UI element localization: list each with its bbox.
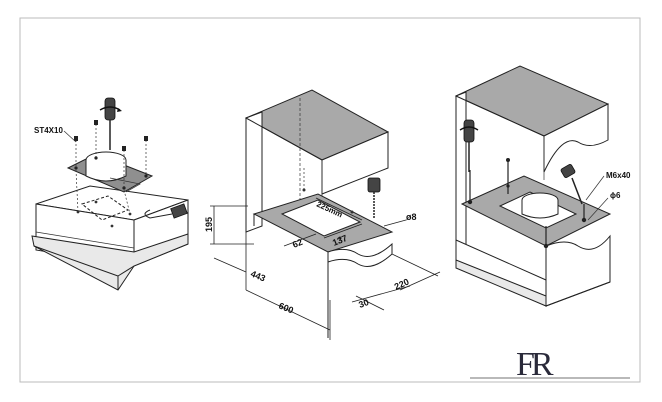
cabinet3-left-panel [455, 91, 467, 253]
screwdriver-icon [99, 97, 122, 150]
diameter-label: ϕ6 [610, 191, 621, 200]
cabinet3-bottom-front [545, 234, 611, 307]
hood-screw-holes [76, 200, 132, 228]
dim-443-label: 443 [249, 269, 267, 284]
screwdriver-icon-2 [459, 119, 479, 172]
wrench-icon [560, 164, 583, 205]
drill-icon [367, 177, 381, 218]
screw-label: ST4X10 [34, 126, 63, 135]
screw-label-leader [63, 130, 77, 143]
figure-2-cutout-dimensions: 195 225mm ø8 62 137 443 220 30 600 [204, 89, 441, 340]
figure-3-installed-unit: M6x40 ϕ6 [454, 65, 631, 307]
floating-screws [74, 120, 148, 151]
dim-220-label: 220 [393, 277, 411, 292]
bolt-label: M6x40 [606, 171, 631, 180]
cabinet-left-panel [245, 111, 263, 233]
diameter-label-leader [587, 197, 609, 221]
cabinet3-top-front [543, 103, 609, 173]
dim-hole-label: ø8 [406, 212, 417, 222]
hood-bottom-lip [31, 233, 189, 291]
dim-600-label: 600 [277, 301, 295, 316]
figure-1-hood-assembly: ST4X10 [31, 97, 189, 291]
diagram-frame [19, 17, 641, 383]
bolt-label-leader [585, 175, 605, 201]
dimension-lines [210, 197, 441, 340]
dim-30-label: 30 [357, 297, 370, 310]
brand-logo-text: FR [516, 346, 554, 383]
motor-housing-body [85, 160, 127, 182]
dim-height-label: 195 [204, 217, 214, 232]
dim-offset-62-label: 62 [291, 237, 304, 250]
cabinet-cutout [280, 199, 362, 237]
hood-cutout-outline [80, 195, 130, 221]
bolt-heads [467, 158, 587, 249]
alignment-lines [75, 124, 147, 215]
brand-logo: FR [470, 346, 630, 383]
power-cable-plug-icon [144, 203, 188, 219]
motor3-body [521, 200, 559, 219]
